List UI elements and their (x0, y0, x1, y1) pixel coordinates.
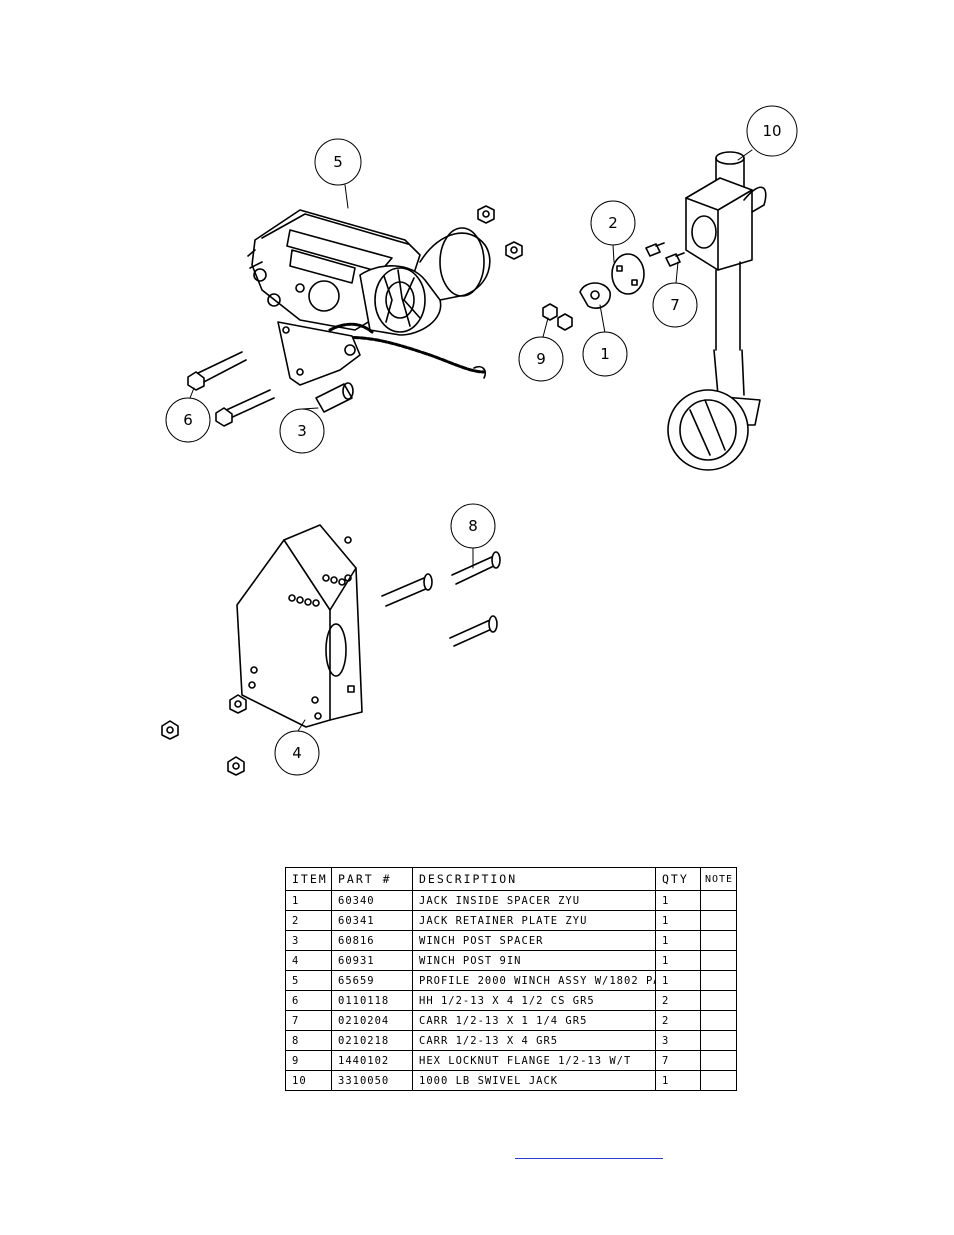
cell-item: 8 (285, 1030, 332, 1051)
callout-1 (582, 331, 628, 377)
callout-9 (518, 336, 564, 382)
cell-note (700, 950, 737, 971)
cell-item: 4 (285, 950, 332, 971)
cell-description: WINCH POST SPACER (412, 930, 656, 951)
cell-qty: 1 (655, 910, 701, 931)
cell-item: 1 (285, 890, 332, 911)
cell-qty: 7 (655, 1050, 701, 1071)
cell-note (700, 970, 737, 991)
cell-note (700, 910, 737, 931)
cell-item: 3 (285, 930, 332, 951)
cell-part: 0110118 (331, 990, 413, 1011)
cell-description: CARR 1/2-13 X 4 GR5 (412, 1030, 656, 1051)
cell-description: JACK INSIDE SPACER ZYU (412, 890, 656, 911)
svg-text:7: 7 (670, 296, 680, 314)
callout-balloons: 5 10 2 7 1 9 6 3 8 4 (165, 105, 798, 776)
table-row: 6 0110118 HH 1/2-13 X 4 1/2 CS GR5 2 (285, 990, 737, 1011)
cell-qty: 1 (655, 1070, 701, 1091)
cell-qty: 2 (655, 990, 701, 1011)
cell-note (700, 990, 737, 1011)
cell-qty: 2 (655, 1010, 701, 1031)
table-row: 1 60340 JACK INSIDE SPACER ZYU 1 (285, 890, 737, 911)
svg-text:3: 3 (297, 422, 307, 440)
winch-post (161, 524, 363, 776)
callout-6 (165, 397, 211, 443)
table-row: 8 0210218 CARR 1/2-13 X 4 GR5 3 (285, 1030, 737, 1051)
svg-text:1: 1 (600, 345, 610, 363)
table-row: 2 60341 JACK RETAINER PLATE ZYU 1 (285, 910, 737, 931)
header-part: PART # (331, 867, 413, 891)
bolts-item-8 (381, 551, 501, 647)
cell-part: 60340 (331, 890, 413, 911)
header-item: ITEM (285, 867, 332, 891)
cell-qty: 1 (655, 930, 701, 951)
svg-text:9: 9 (536, 350, 546, 368)
cell-description: PROFILE 2000 WINCH ASSY W/1802 PARTS (412, 970, 656, 991)
cell-note (700, 890, 737, 911)
header-note: NOTE (700, 867, 737, 891)
cell-item: 10 (285, 1070, 332, 1091)
cell-item: 7 (285, 1010, 332, 1031)
cell-description: 1000 LB SWIVEL JACK (412, 1070, 656, 1091)
cell-note (700, 1010, 737, 1031)
cell-part: 65659 (331, 970, 413, 991)
callout-2 (590, 200, 636, 246)
table-row: 10 3310050 1000 LB SWIVEL JACK 1 (285, 1070, 737, 1091)
bolts-item-6 (187, 351, 275, 427)
callout-7 (652, 282, 698, 328)
callout-3 (279, 408, 325, 454)
cell-part: 0210204 (331, 1010, 413, 1031)
bill-of-materials-table: ITEM PART # DESCRIPTION QTY NOTE 1 60340… (285, 867, 737, 1091)
header-qty: QTY (655, 867, 701, 891)
cell-qty: 1 (655, 950, 701, 971)
cell-description: WINCH POST 9IN (412, 950, 656, 971)
cell-part: 0210218 (331, 1030, 413, 1051)
cell-note (700, 1070, 737, 1091)
callout-8 (450, 503, 496, 549)
winch-assembly (247, 205, 523, 386)
cell-description: JACK RETAINER PLATE ZYU (412, 910, 656, 931)
cell-note (700, 1050, 737, 1071)
cell-item: 6 (285, 990, 332, 1011)
cell-qty: 1 (655, 970, 701, 991)
svg-text:6: 6 (183, 411, 193, 429)
svg-text:10: 10 (762, 122, 781, 140)
table-row: 5 65659 PROFILE 2000 WINCH ASSY W/1802 P… (285, 970, 737, 991)
callout-4 (274, 730, 320, 776)
header-description: DESCRIPTION (412, 867, 656, 891)
cell-part: 1440102 (331, 1050, 413, 1071)
footer-link-underline[interactable] (515, 1158, 663, 1159)
table-header-row: ITEM PART # DESCRIPTION QTY NOTE (285, 867, 737, 891)
table-row: 9 1440102 HEX LOCKNUT FLANGE 1/2-13 W/T … (285, 1050, 737, 1071)
svg-text:2: 2 (608, 214, 618, 232)
cell-part: 60816 (331, 930, 413, 951)
swivel-jack (667, 151, 767, 471)
cell-part: 3310050 (331, 1070, 413, 1091)
table-row: 3 60816 WINCH POST SPACER 1 (285, 930, 737, 951)
cell-item: 9 (285, 1050, 332, 1071)
cell-description: HH 1/2-13 X 4 1/2 CS GR5 (412, 990, 656, 1011)
exploded-assembly-drawing: 5 10 2 7 1 9 6 3 8 4 (161, 105, 798, 776)
jack-hardware (542, 242, 685, 331)
spacer-item-3 (315, 382, 354, 413)
cell-item: 2 (285, 910, 332, 931)
svg-text:4: 4 (292, 744, 302, 762)
cell-part: 60931 (331, 950, 413, 971)
table-row: 4 60931 WINCH POST 9IN 1 (285, 950, 737, 971)
cell-qty: 3 (655, 1030, 701, 1051)
svg-text:8: 8 (468, 517, 478, 535)
cell-note (700, 1030, 737, 1051)
cell-part: 60341 (331, 910, 413, 931)
cell-description: HEX LOCKNUT FLANGE 1/2-13 W/T (412, 1050, 656, 1071)
cell-qty: 1 (655, 890, 701, 911)
callout-10 (746, 105, 798, 157)
cell-description: CARR 1/2-13 X 1 1/4 GR5 (412, 1010, 656, 1031)
cell-note (700, 930, 737, 951)
svg-text:5: 5 (333, 153, 343, 171)
table-row: 7 0210204 CARR 1/2-13 X 1 1/4 GR5 2 (285, 1010, 737, 1031)
callout-5 (314, 138, 362, 186)
cell-item: 5 (285, 970, 332, 991)
